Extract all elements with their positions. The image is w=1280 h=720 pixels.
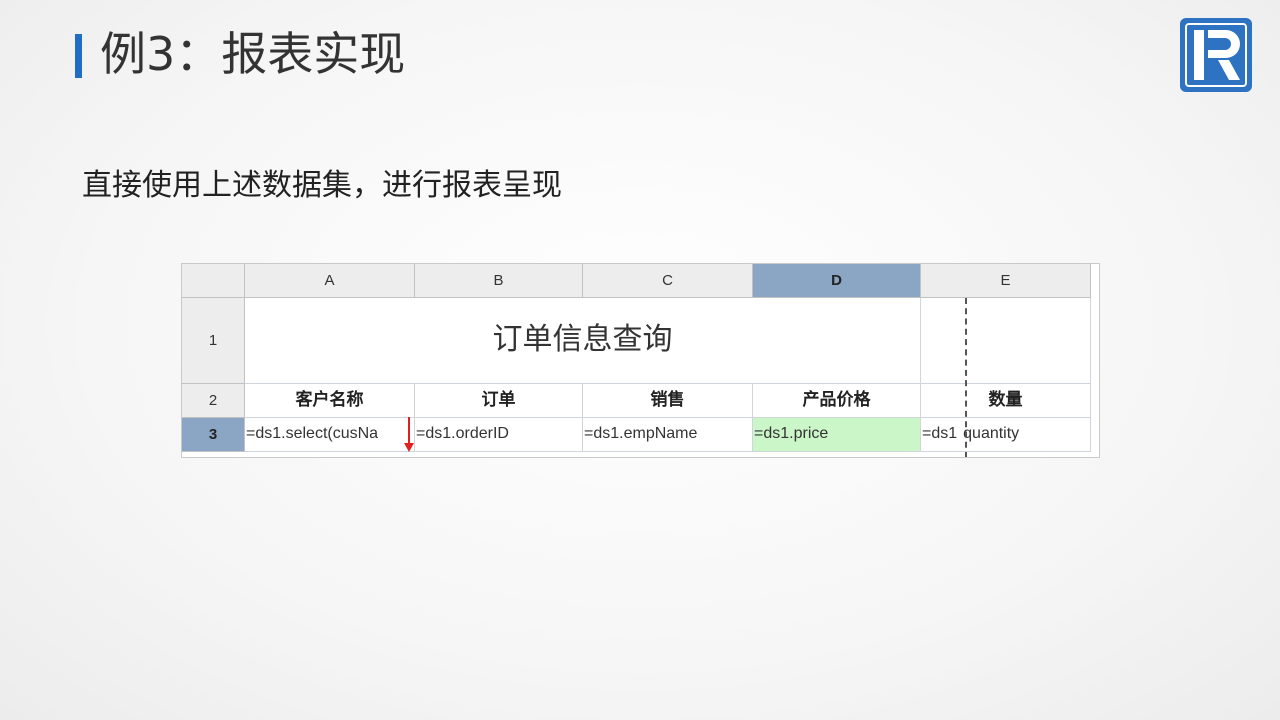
title-accent-bar [75, 34, 82, 78]
down-arrow-icon [404, 417, 414, 452]
header-cell-order[interactable]: 订单 [415, 384, 583, 418]
column-header-b[interactable]: B [415, 264, 583, 298]
column-header-c[interactable]: C [583, 264, 753, 298]
column-header-a[interactable]: A [245, 264, 415, 298]
header-cell-price[interactable]: 产品价格 [753, 384, 921, 418]
sheet-corner[interactable] [182, 264, 245, 298]
expr-cell-c3[interactable]: =ds1.empName [583, 418, 753, 452]
page-break-line [965, 298, 967, 457]
report-designer-sheet: A B C D E 1 2 3 订单信息查询 客户名称 订单 销售 产品价格 数… [182, 264, 1099, 457]
report-title-cell[interactable]: 订单信息查询 [245, 298, 921, 384]
R-logo-icon [1180, 18, 1252, 92]
slide-subtitle: 直接使用上述数据集，进行报表呈现 [82, 168, 562, 203]
column-header-e[interactable]: E [921, 264, 1091, 298]
row-header-1[interactable]: 1 [182, 298, 245, 384]
cell-e1[interactable] [921, 298, 1091, 384]
slide-title: 例3：报表实现 [100, 27, 406, 81]
row-header-3[interactable]: 3 [182, 418, 245, 452]
expr-cell-d3[interactable]: =ds1.price [753, 418, 921, 452]
header-cell-customer-name[interactable]: 客户名称 [245, 384, 415, 418]
expr-cell-b3[interactable]: =ds1.orderID [415, 418, 583, 452]
row-header-2[interactable]: 2 [182, 384, 245, 418]
expr-cell-e3-part2: quantity [963, 425, 1020, 442]
expr-cell-e3-part1: =ds1 [922, 425, 958, 442]
header-cell-sales[interactable]: 销售 [583, 384, 753, 418]
expr-cell-e3[interactable]: =ds1 quantity [921, 418, 1091, 452]
expr-cell-a3[interactable]: =ds1.select(cusNa [245, 418, 415, 452]
header-cell-quantity[interactable]: 数量 [921, 384, 1091, 418]
column-header-d[interactable]: D [753, 264, 921, 298]
